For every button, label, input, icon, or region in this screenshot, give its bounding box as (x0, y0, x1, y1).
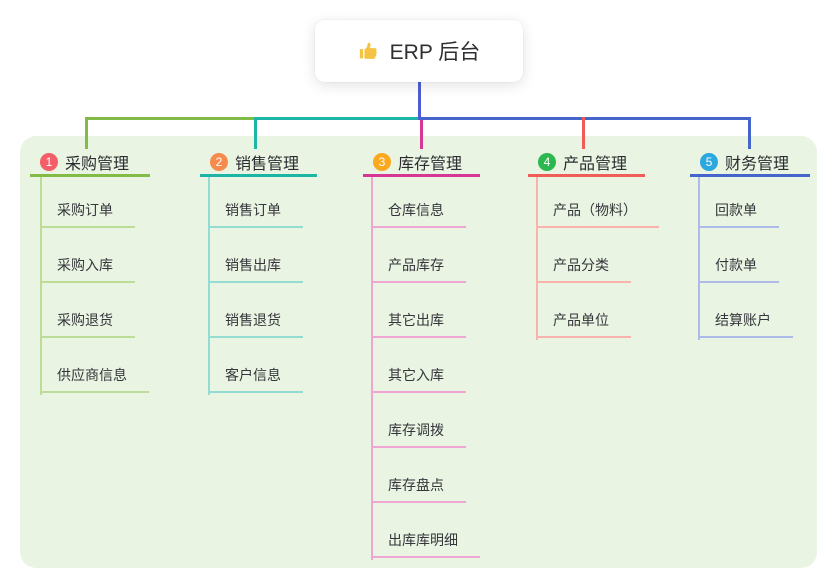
branch-label: 库存管理 (398, 156, 463, 173)
branch-item[interactable]: 销售退货 (208, 283, 303, 338)
branch-items-1: 采购订单采购入库采购退货供应商信息 (40, 177, 149, 395)
branch-item[interactable]: 出库库明细 (371, 503, 480, 558)
branch-number-badge: 5 (700, 153, 718, 171)
branch-items-5: 回款单付款单结算账户 (698, 177, 793, 340)
branch-number-badge: 4 (538, 153, 556, 171)
branch-label: 产品管理 (563, 156, 628, 173)
branch-item[interactable]: 采购入库 (40, 228, 135, 283)
branch-item[interactable]: 客户信息 (208, 338, 303, 393)
branch-item[interactable]: 库存调拨 (371, 393, 466, 448)
branch-item[interactable]: 产品单位 (536, 283, 631, 338)
branches-panel (20, 136, 817, 568)
branch-node-3[interactable]: 3 库存管理 (363, 150, 462, 174)
branch-item[interactable]: 仓库信息 (371, 177, 466, 228)
branch-connector-drop (582, 117, 585, 149)
branch-label: 采购管理 (65, 156, 130, 173)
branch-title-underline (528, 174, 645, 177)
items-connector-line (208, 177, 210, 395)
branch-node-1[interactable]: 1 采购管理 (30, 150, 129, 174)
branch-items-3: 仓库信息产品库存其它出库其它入库库存调拨库存盘点出库库明细 (371, 177, 480, 560)
branch-connector-drop (748, 117, 751, 149)
branch-number-badge: 2 (210, 153, 228, 171)
branch-item[interactable]: 销售出库 (208, 228, 303, 283)
branch-item[interactable]: 库存盘点 (371, 448, 466, 503)
branch-item[interactable]: 采购订单 (40, 177, 135, 228)
items-connector-line (536, 177, 538, 340)
branch-node-4[interactable]: 4 产品管理 (528, 150, 627, 174)
items-connector-line (371, 177, 373, 560)
branch-title-underline (30, 174, 150, 177)
branch-item[interactable]: 其它入库 (371, 338, 466, 393)
branch-item[interactable]: 采购退货 (40, 283, 135, 338)
branch-label: 销售管理 (235, 156, 300, 173)
branch-connector-drop (85, 117, 88, 149)
branch-item[interactable]: 其它出库 (371, 283, 466, 338)
items-connector-line (698, 177, 700, 340)
branch-item[interactable]: 供应商信息 (40, 338, 149, 393)
branch-item[interactable]: 回款单 (698, 177, 779, 228)
tree-connector-horizontal (420, 117, 751, 120)
branch-label: 财务管理 (725, 156, 790, 173)
thumbs-up-icon (358, 40, 380, 62)
branch-item[interactable]: 结算账户 (698, 283, 793, 338)
root-connector-stem (418, 82, 421, 120)
branch-number-badge: 3 (373, 153, 391, 171)
tree-connector-horizontal (254, 117, 420, 120)
branch-title-underline (363, 174, 480, 177)
branch-item[interactable]: 产品库存 (371, 228, 466, 283)
branch-title-underline (690, 174, 810, 177)
root-node[interactable]: ERP 后台 (315, 20, 523, 82)
tree-connector-horizontal (85, 117, 254, 120)
branch-title-underline (200, 174, 317, 177)
branch-item[interactable]: 产品（物料） (536, 177, 659, 228)
branch-connector-drop (420, 120, 423, 149)
branch-items-2: 销售订单销售出库销售退货客户信息 (208, 177, 303, 395)
branch-number-badge: 1 (40, 153, 58, 171)
branch-item[interactable]: 付款单 (698, 228, 779, 283)
branch-connector-drop (254, 117, 257, 149)
items-connector-line (40, 177, 42, 395)
branch-node-2[interactable]: 2 销售管理 (200, 150, 299, 174)
branch-node-5[interactable]: 5 财务管理 (690, 150, 789, 174)
branch-items-4: 产品（物料）产品分类产品单位 (536, 177, 659, 340)
branch-item[interactable]: 产品分类 (536, 228, 631, 283)
branch-item[interactable]: 销售订单 (208, 177, 303, 228)
root-title: ERP 后台 (389, 41, 481, 64)
